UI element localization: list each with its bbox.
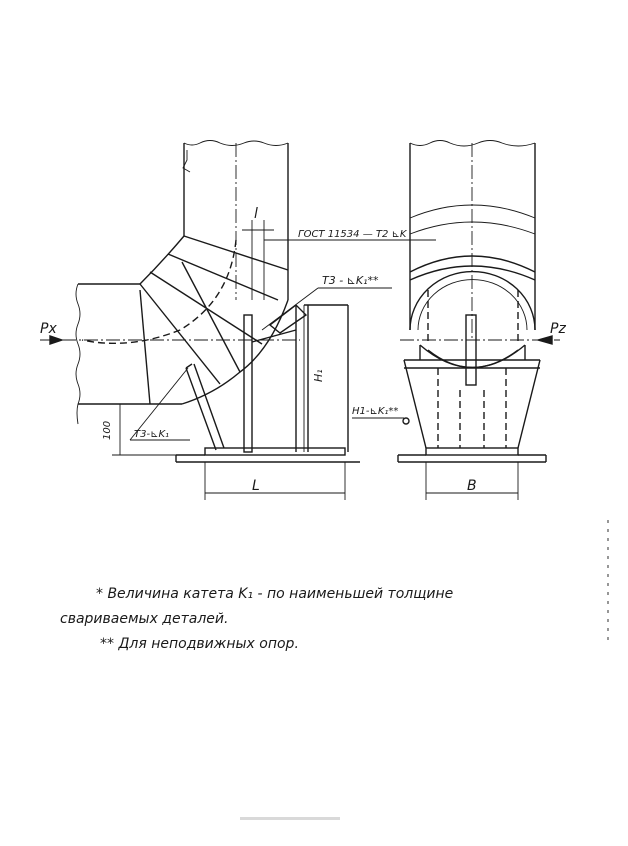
support-housing	[397, 359, 547, 463]
label-px: Px	[40, 321, 57, 337]
note-2: свариваемых деталей.	[60, 611, 229, 627]
saddle	[419, 314, 526, 386]
label-weld-t3-bottom: Т3-⊾K₁	[134, 429, 169, 440]
label-l: l	[254, 206, 258, 222]
hidden-lines-front	[427, 290, 519, 345]
label-pz: Pz	[550, 321, 566, 337]
label-weld-gost: ГОСТ 11534 — Т2 ⊾K	[298, 229, 408, 240]
label-weld-t3-top: Т3 - ⊾K₁**	[322, 274, 379, 287]
dim-100	[112, 403, 176, 456]
break-mark	[182, 150, 191, 173]
force-x-arrow	[49, 335, 65, 345]
label-B: B	[467, 478, 477, 494]
label-100: 100	[102, 421, 113, 440]
right-view: Pz Н1-⊾K₁** B	[352, 140, 566, 500]
label-h1: H₁	[312, 369, 325, 382]
force-z-arrow	[535, 335, 553, 345]
dim-L	[204, 462, 346, 500]
vertical-pipe	[182, 140, 289, 300]
weld-leaders-left	[129, 239, 436, 441]
dim-l	[242, 220, 274, 300]
label-weld-n1: Н1-⊾K₁**	[352, 406, 398, 417]
notes: * Величина катета K₁ - по наименьшей тол…	[60, 582, 580, 657]
horizontal-pipe	[75, 283, 182, 425]
note-3: ** Для неподвижных опор.	[100, 636, 299, 652]
pipe-elbow	[81, 235, 289, 405]
dim-B	[425, 462, 519, 500]
pipe-front	[409, 140, 536, 340]
support-stand	[175, 304, 360, 463]
label-L: L	[252, 478, 260, 494]
scan-smudge	[240, 817, 340, 820]
weld-leader-n1	[352, 417, 410, 425]
left-view: l Px H₁ 100 L Т3 - ⊾K₁** Т3-⊾K₁ ГОСТ 115…	[40, 140, 436, 500]
note-1: * Величина катета K₁ - по наименьшей тол…	[96, 586, 454, 602]
